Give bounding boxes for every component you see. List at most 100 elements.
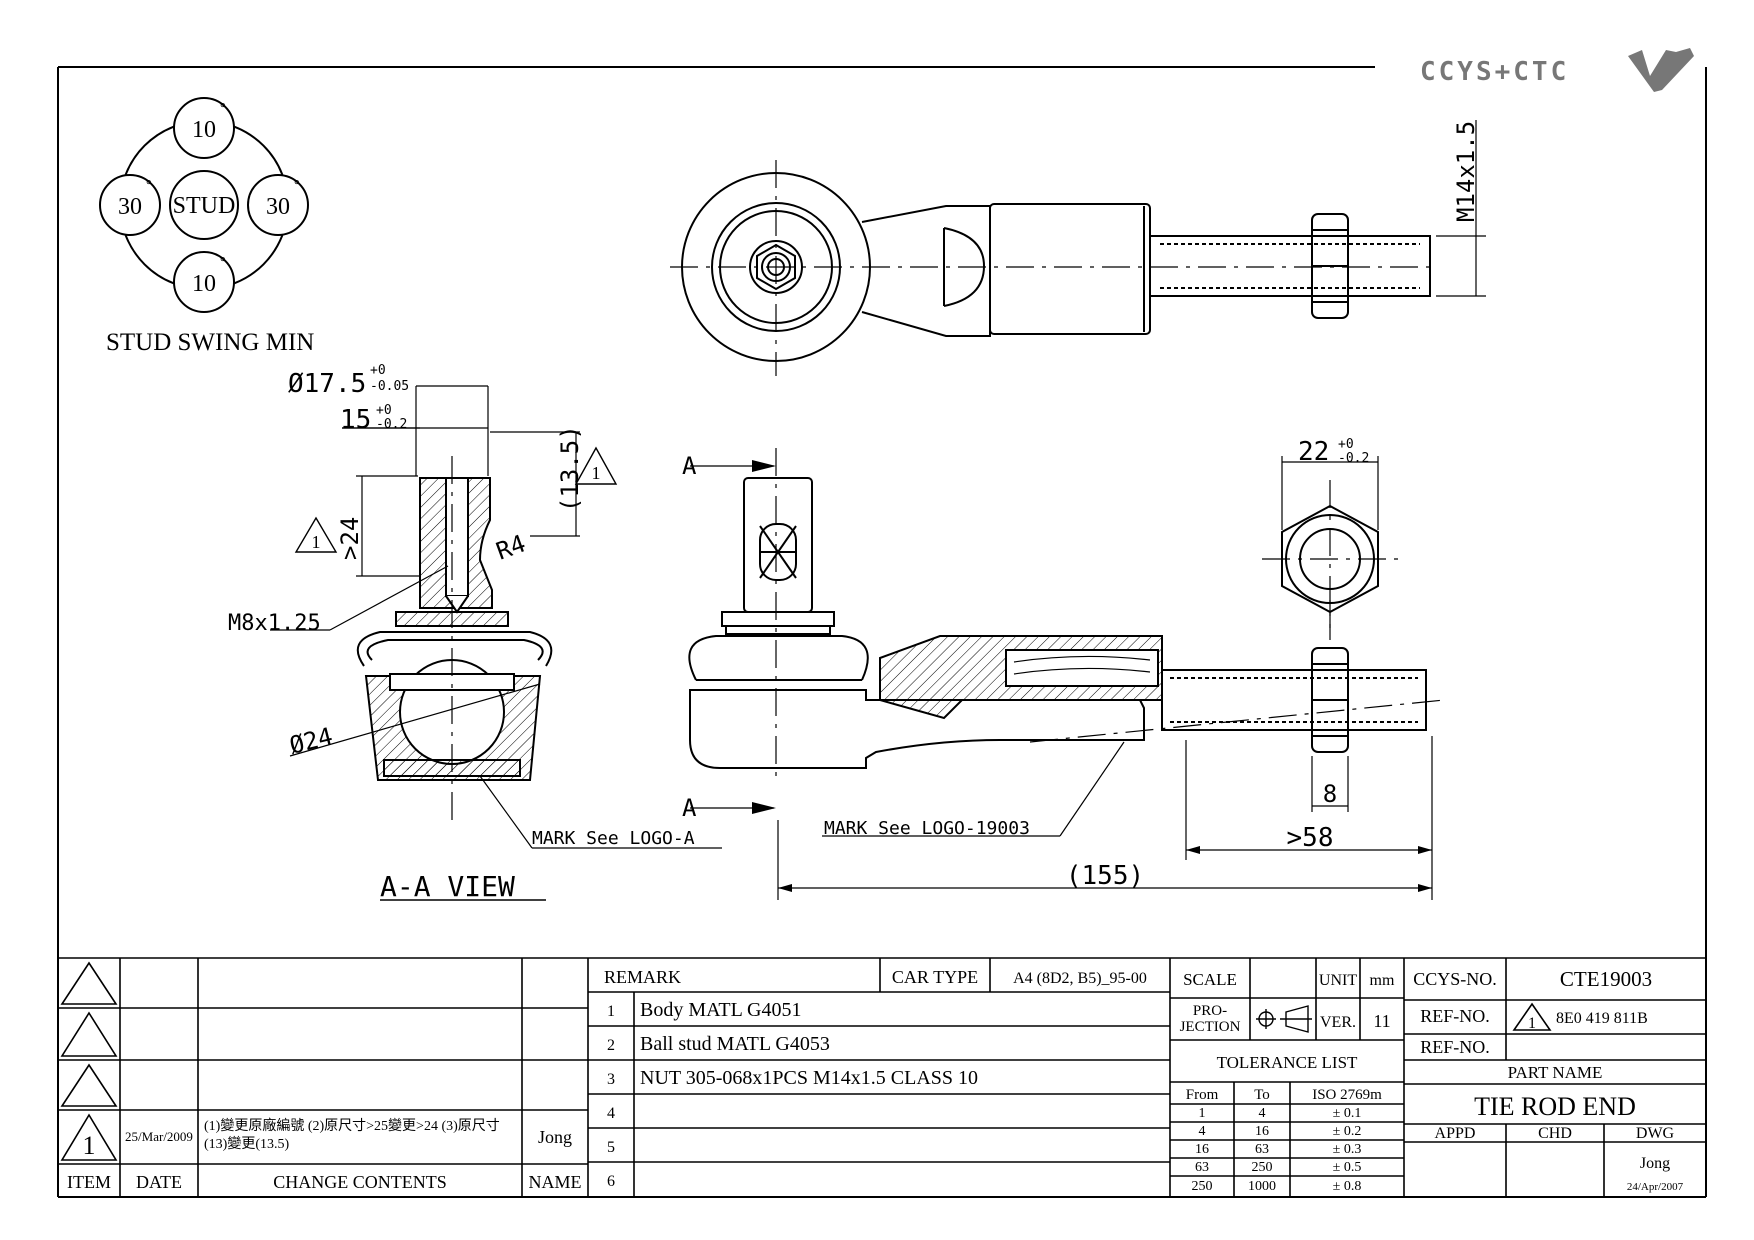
side-dimensions (690, 456, 1433, 900)
ver-value: 11 (1373, 1011, 1390, 1031)
rev-header-contents: CHANGE CONTENTS (273, 1172, 447, 1192)
rev-mark-icon-side: 1 (312, 532, 321, 552)
swing-left-value: 30 (118, 194, 142, 220)
revision-triangles (60, 961, 1552, 1161)
remark-3-text: NUT 305-068x1PCS M14x1.5 CLASS 10 (640, 1067, 978, 1089)
dwg-date: 24/Apr/2007 (1627, 1181, 1684, 1193)
tolerance-row-2-tol: ± 0.2 (1333, 1124, 1362, 1139)
aa-section-view (356, 456, 553, 820)
note-mark-logo-a: MARK See LOGO-A (532, 828, 695, 849)
projection-symbol-icon (1256, 1005, 1312, 1033)
car-type-label: CAR TYPE (892, 967, 978, 987)
tolerance-row-1-tol: ± 0.1 (1333, 1106, 1362, 1121)
logo-text: CCYS+CTC (1420, 57, 1569, 87)
appd-label: APPD (1435, 1125, 1476, 1142)
dim-phi24: Ø24 (287, 722, 336, 760)
remark-3-no: 3 (607, 1071, 615, 1088)
tolerance-row-5-from: 250 (1192, 1179, 1213, 1194)
revision-row4-date: 25/Mar/2009 (125, 1129, 193, 1144)
dwg-label: DWG (1636, 1125, 1675, 1142)
dim-d135: (13.5) (556, 425, 584, 512)
dim-d155: (155) (1066, 861, 1144, 891)
unit-value: mm (1370, 972, 1395, 989)
swing-bottom-value: 10 (192, 271, 216, 297)
dim-d175-tol-lower: -0.05 (370, 379, 409, 394)
rev-mark-icon-top: 1 (592, 463, 601, 483)
dim-r4: R4 (492, 529, 529, 565)
projection-label-line2: JECTION (1180, 1019, 1241, 1035)
tolerance-row-2-from: 4 (1199, 1124, 1206, 1139)
scale-label: SCALE (1183, 970, 1237, 989)
logo-mark-icon (1628, 48, 1694, 92)
tolerance-row-5-tol: ± 0.8 (1333, 1179, 1362, 1194)
section-marker-a-bottom: A (682, 794, 697, 822)
chd-label: CHD (1538, 1125, 1572, 1142)
swing-bottom-degree: ° (220, 255, 226, 270)
remark-2-text: Ball stud MATL G4053 (640, 1033, 830, 1055)
tolerance-row-5-to: 1000 (1248, 1179, 1276, 1194)
tolerance-row-1-from: 1 (1199, 1106, 1206, 1121)
dim-d22-tol-upper: +0 (1338, 437, 1354, 452)
hex-nut-end-view (1262, 480, 1398, 636)
tolerance-row-4-from: 63 (1195, 1160, 1209, 1175)
swing-center-label: STUD (173, 193, 236, 219)
remark-5-no: 5 (607, 1139, 615, 1156)
ccys-no-label: CCYS-NO. (1413, 969, 1497, 989)
ref-no-2-label: REF-NO. (1420, 1037, 1490, 1057)
side-view (688, 448, 1445, 782)
rev-header-name: NAME (529, 1172, 582, 1192)
tolerance-row-2-to: 16 (1255, 1124, 1269, 1139)
dim-d24: >24 (336, 517, 364, 560)
aa-dimensions (270, 385, 722, 849)
swing-left-degree: ° (146, 178, 152, 193)
dim-d8: 8 (1323, 780, 1337, 808)
part-name-label: PART NAME (1508, 1063, 1603, 1082)
ref-no-1-rev-mark: 1 (1528, 1015, 1536, 1032)
revision-row4-contents-line1: (1)變更原廠編號 (2)原尺寸>25變更>24 (3)原尺寸 (204, 1117, 500, 1134)
stud-swing-diagram (99, 97, 309, 313)
dim-d15-tol-lower: -0.2 (376, 417, 407, 432)
company-logo: CCYS+CTC (1420, 48, 1694, 92)
section-marker-a-top: A (682, 452, 697, 480)
remark-1-text: Body MATL G4051 (640, 999, 801, 1021)
swing-top-value: 10 (192, 117, 216, 143)
tolerance-row-4-tol: ± 0.5 (1333, 1160, 1362, 1175)
tol-header-iso: ISO 2769m (1312, 1087, 1382, 1103)
top-view (670, 120, 1486, 376)
dim-d15-tol-upper: +0 (376, 403, 392, 418)
car-type-value: A4 (8D2, B5)_95-00 (1013, 970, 1147, 987)
view-title-aa: A-A VIEW (380, 870, 515, 903)
swing-caption: STUD SWING MIN (106, 329, 314, 356)
dim-d58: >58 (1287, 823, 1334, 853)
note-mark-logo-19003: MARK See LOGO-19003 (824, 818, 1030, 839)
rev-header-date: DATE (136, 1172, 182, 1192)
dim-d175-tol-upper: +0 (370, 363, 386, 378)
part-name-value: TIE ROD END (1474, 1092, 1636, 1121)
unit-label: UNIT (1319, 972, 1357, 989)
projection-label-line1: PRO- (1193, 1003, 1227, 1019)
remark-label: REMARK (604, 967, 681, 987)
tolerance-title: TOLERANCE LIST (1217, 1053, 1358, 1072)
arrowheads (752, 460, 1432, 892)
dwg-name: Jong (1640, 1155, 1670, 1172)
tol-header-from: From (1186, 1087, 1219, 1103)
ver-label: VER. (1320, 1014, 1356, 1031)
revision-row4-mark: 1 (83, 1131, 96, 1160)
dim-d15: 15 (340, 405, 371, 435)
remark-6-no: 6 (607, 1173, 615, 1190)
ref-no-1-value: 8E0 419 811B (1556, 1010, 1648, 1027)
rev-header-item: ITEM (67, 1172, 111, 1192)
dim-m14-thread: M14x1.5 (1452, 121, 1480, 222)
title-block-grid (58, 957, 1706, 1197)
remark-4-no: 4 (607, 1105, 615, 1122)
tolerance-row-3-from: 16 (1195, 1142, 1209, 1157)
revision-row4-name: Jong (538, 1127, 572, 1147)
tolerance-row-4-to: 250 (1252, 1160, 1273, 1175)
tolerance-row-3-tol: ± 0.3 (1333, 1142, 1362, 1157)
ccys-no-value: CTE19003 (1560, 967, 1652, 991)
dim-d22-tol-lower: -0.2 (1338, 451, 1369, 466)
tolerance-row-1-to: 4 (1259, 1106, 1266, 1121)
dim-d22: 22 (1298, 437, 1329, 467)
